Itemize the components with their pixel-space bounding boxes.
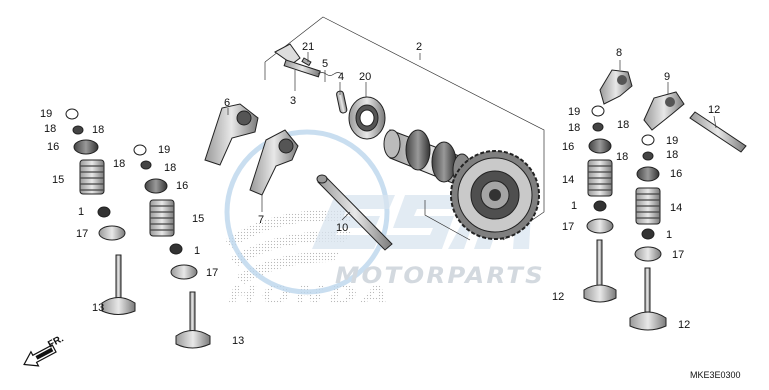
callout-17-b: 17	[206, 267, 218, 279]
callout-18-d: 18	[164, 162, 176, 174]
callout-11: 12	[708, 104, 720, 116]
rocker-shaft-10-part	[316, 174, 393, 251]
right-valve-stack-b	[629, 134, 667, 331]
callout-9: 9	[664, 71, 670, 83]
callout-19-b: 19	[158, 144, 170, 156]
callout-1-d: 1	[666, 229, 672, 241]
callout-19-c: 19	[568, 106, 580, 118]
callout-8: 8	[616, 47, 622, 59]
callout-18-f: 18	[617, 119, 629, 131]
watermark-brand-text: MOTORPARTS	[335, 264, 545, 289]
rocker-arm-6-part	[204, 103, 259, 166]
callout-18-c: 18	[113, 158, 125, 170]
shaft-11-part	[689, 111, 747, 153]
callout-19-d: 19	[666, 135, 678, 147]
honda-logo-text: HONDA	[228, 281, 393, 309]
rocker-arm-9-part	[643, 91, 685, 131]
cam-gear-part	[450, 150, 540, 240]
callouts: 2 21 5 4 20 3 6 7 10 19 18 18 16 15 1 17…	[40, 41, 720, 347]
callout-1-a: 1	[78, 206, 84, 218]
callout-16-a: 16	[47, 141, 59, 153]
watermark: HONDA MOTORPARTS	[224, 129, 545, 309]
direction-arrow-icon	[23, 344, 57, 367]
callout-5: 5	[322, 58, 328, 70]
watermark-ring	[224, 129, 390, 295]
callout-17-d: 17	[672, 249, 684, 261]
callout-16-b: 16	[176, 180, 188, 192]
direction-label: FR.	[46, 333, 66, 350]
callout-20: 20	[359, 71, 371, 83]
callout-2: 2	[416, 41, 422, 53]
callout-19-a: 19	[40, 108, 52, 120]
callout-13-a: 13	[92, 302, 104, 314]
bearing-part	[348, 96, 386, 140]
callout-1-b: 1	[194, 245, 200, 257]
diagram-code: MKE3E0300	[690, 370, 741, 380]
decompressor-arm-part	[274, 43, 343, 78]
right-valve-stack-a	[583, 105, 617, 303]
callout-21: 21	[302, 41, 314, 53]
callout-18-b: 18	[92, 124, 104, 136]
callout-15-a: 15	[52, 174, 64, 186]
callout-10: 10	[336, 222, 348, 234]
callout-14-b: 14	[670, 202, 682, 214]
rocker-arm-8-part	[599, 69, 633, 105]
callout-1-c: 1	[571, 200, 577, 212]
callout-16-c: 16	[562, 141, 574, 153]
callout-18-g: 18	[616, 151, 628, 163]
callout-12-b: 12	[678, 319, 690, 331]
callout-18-e: 18	[568, 122, 580, 134]
pin-part	[336, 90, 348, 114]
left-valve-stack-a	[65, 108, 136, 315]
direction-indicator: FR.	[23, 333, 66, 367]
callout-16-d: 16	[670, 168, 682, 180]
callout-6: 6	[224, 97, 230, 109]
left-valve-stack-b	[133, 144, 211, 349]
leader-lines	[227, 52, 717, 221]
callout-13-b: 13	[232, 335, 244, 347]
callout-18-h: 18	[666, 149, 678, 161]
callout-17-a: 17	[76, 228, 88, 240]
callout-15-b: 15	[192, 213, 204, 225]
callout-17-c: 17	[562, 221, 574, 233]
callout-18-a: 18	[44, 123, 56, 135]
callout-3: 3	[290, 95, 296, 107]
rocker-arm-7-part	[249, 129, 299, 196]
camshaft-assembly-frame	[264, 16, 545, 241]
callout-12-a: 12	[552, 291, 564, 303]
callout-14-a: 14	[562, 174, 574, 186]
callout-7: 7	[258, 214, 264, 226]
callout-4: 4	[338, 71, 344, 83]
